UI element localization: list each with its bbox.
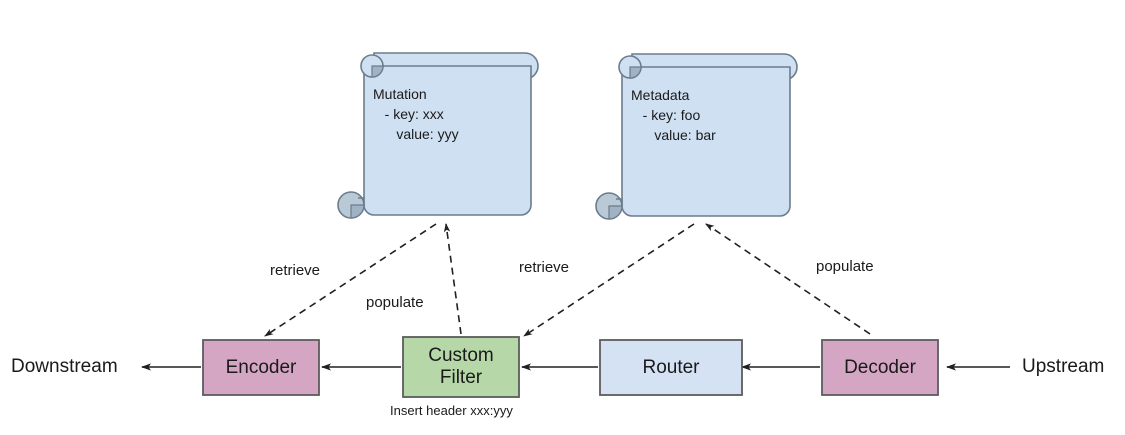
edge-retrieve-customfilter (523, 223, 695, 337)
node-encoder-shape[interactable] (202, 339, 320, 396)
endpoint-downstream-label: Downstream (11, 356, 118, 377)
edge-label-populate-metadata: populate (816, 258, 874, 275)
mutation-note-text: Mutation - key: xxx value: yyy (373, 86, 459, 142)
annotation-insert-header: Insert header xxx:yyy (390, 403, 513, 418)
node-router-shape[interactable] (599, 339, 743, 396)
edge-populate-metadata (705, 223, 871, 335)
metadata-note-shape (595, 53, 798, 220)
node-custom-filter-shape[interactable] (402, 336, 520, 398)
node-decoder-shape[interactable] (821, 339, 939, 396)
edge-populate-mutation (443, 223, 462, 335)
edge-retrieve-encoder (264, 223, 437, 337)
edge-label-retrieve-encoder: retrieve (270, 262, 321, 279)
edge-label-populate-mutation: populate (366, 294, 424, 311)
edge-label-retrieve-customfilter: retrieve (519, 259, 570, 276)
metadata-note-text: Metadata - key: foo value: bar (631, 87, 716, 143)
mutation-note-shape (337, 52, 539, 219)
endpoint-upstream-label: Upstream (1022, 356, 1105, 377)
